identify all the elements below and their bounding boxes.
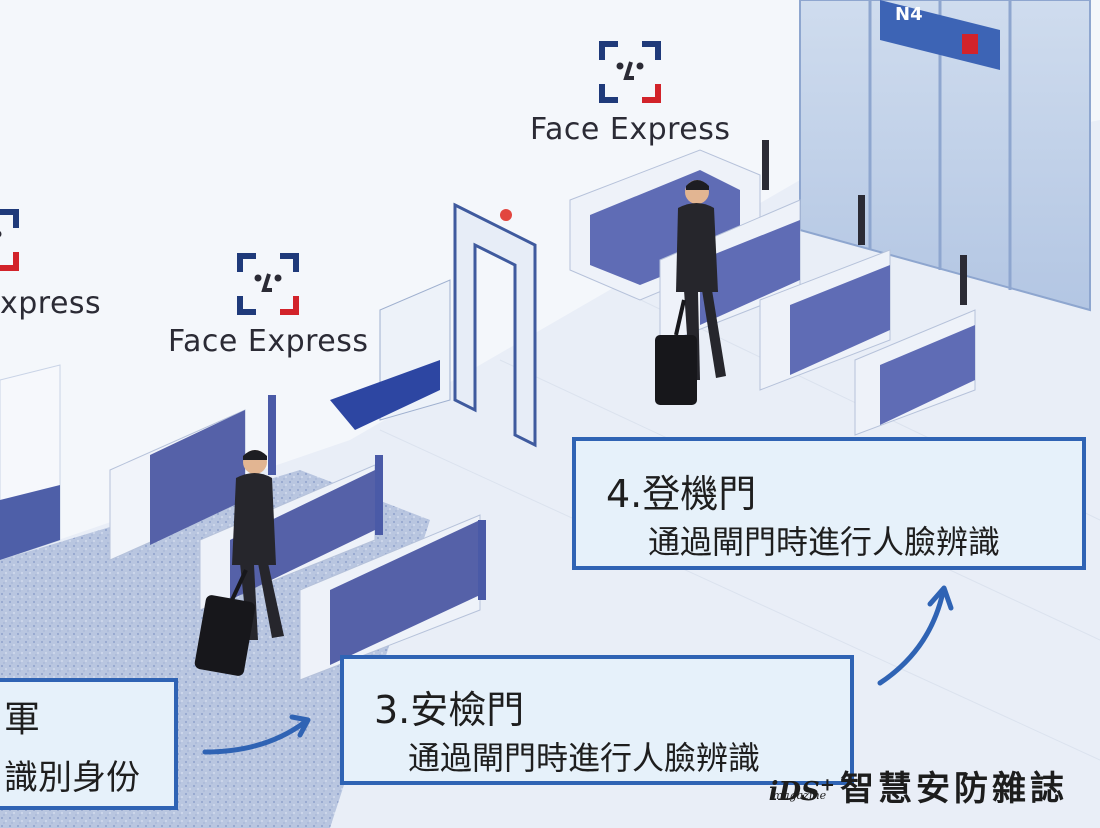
- face-express-label: Face Express: [168, 324, 369, 359]
- magazine-watermark: iDS+ 智慧安防雜誌 magazine: [768, 769, 1068, 809]
- face-express-logo: Face Express: [168, 252, 368, 359]
- face-express-icon: [237, 253, 299, 315]
- security-arch: [453, 202, 537, 448]
- face-express-icon: [0, 208, 20, 272]
- gate-sign-text: N4: [895, 4, 923, 25]
- callout-cropped-title: 軍: [4, 699, 41, 740]
- glass-wall: [799, 0, 1091, 312]
- callout-boarding-desc: 通過閘門時進行人臉辨識: [648, 523, 1001, 561]
- face-express-logo: Face Express: [530, 40, 730, 147]
- callout-security-gate: 3.安檢門 通過閘門時進行人臉辨識: [340, 655, 854, 785]
- callout-security-desc: 通過閘門時進行人臉辨識: [408, 739, 761, 777]
- watermark-sub: magazine: [772, 789, 827, 802]
- face-express-label: Face Express: [530, 112, 731, 147]
- arrow-to-security: [202, 719, 308, 755]
- arrow-to-boarding: [877, 589, 946, 686]
- face-express-label-cropped: xpress: [0, 286, 102, 321]
- traveler-boarding: [655, 180, 726, 405]
- callout-cropped: 軍 識別身份: [0, 678, 178, 810]
- callout-cropped-desc: 識別身份: [4, 758, 140, 798]
- watermark-logo: iDS: [768, 777, 820, 807]
- callout-boarding-title: 4.登機門: [606, 472, 757, 516]
- face-express-icon: [599, 41, 661, 103]
- security-gates: [109, 395, 486, 681]
- callout-boarding-gate: 4.登機門 通過閘門時進行人臉辨識: [572, 437, 1086, 570]
- watermark-name: 智慧安防雜誌: [840, 769, 1068, 809]
- traveler-security: [194, 450, 284, 676]
- callout-security-title: 3.安檢門: [374, 688, 525, 732]
